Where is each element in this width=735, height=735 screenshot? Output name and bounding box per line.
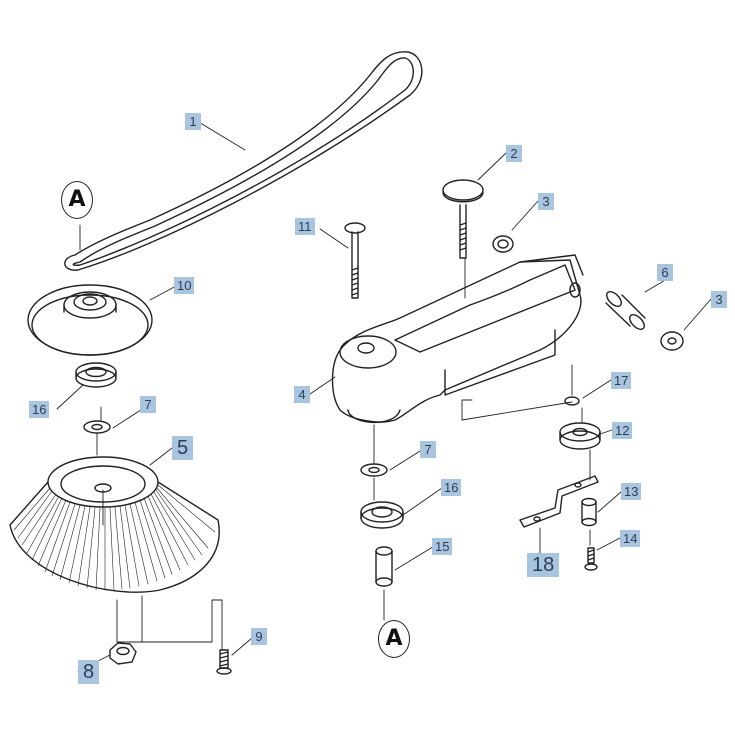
callout-7-left: 7 [140,396,156,413]
callout-16-center: 16 [441,479,462,496]
sleeve [375,546,393,587]
hex-nut [109,642,137,665]
connection-marker-a-bottom: A [378,620,410,658]
callout-7-center: 7 [420,441,436,458]
pin [605,291,646,330]
cap-top [492,235,514,253]
callout-16-left: 16 [29,401,50,418]
bearing-left [75,362,117,388]
spacer [581,497,597,527]
callout-2: 2 [506,145,522,162]
swing-arm [331,254,584,424]
callout-3-top: 3 [538,193,554,210]
callout-17: 17 [611,372,632,389]
callout-12: 12 [612,422,633,439]
drive-belt [64,51,423,271]
pulley [27,284,153,356]
small-washer [564,396,580,406]
callout-6: 6 [657,264,673,281]
cap-right [660,331,684,351]
washer-left [83,420,111,434]
callout-5: 5 [172,436,194,460]
callout-9: 9 [251,628,267,645]
callout-4: 4 [294,386,310,403]
callout-1: 1 [185,113,201,130]
side-brush [9,456,220,593]
callout-14: 14 [620,530,641,547]
bearing-center [360,501,404,529]
roller [559,422,601,450]
bolt [344,222,366,299]
washer-center [360,463,388,477]
bracket [519,475,599,528]
connection-marker-a-top: A [61,181,93,219]
callout-8: 8 [78,660,100,684]
screw-right [584,547,598,571]
knob-bolt [442,179,484,259]
callout-13: 13 [621,483,642,500]
callout-11: 11 [295,218,315,235]
callout-3-right: 3 [711,291,727,308]
callout-15: 15 [432,538,453,555]
callout-18: 18 [527,553,560,577]
screw-left [216,649,232,675]
callout-10: 10 [174,277,195,294]
